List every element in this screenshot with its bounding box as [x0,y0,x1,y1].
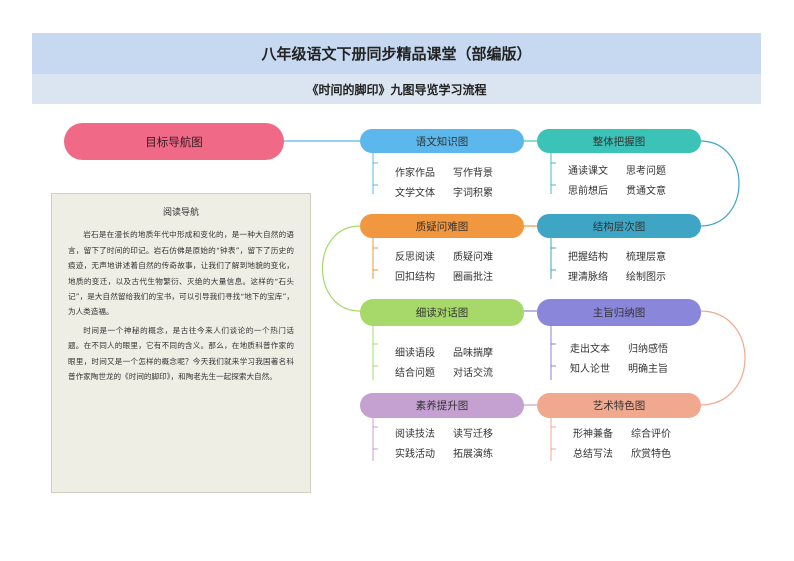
item: 文学文体 [395,188,435,199]
item: 把握结构 [568,252,608,263]
item: 总结写法 [573,449,613,460]
item: 通读课文 [568,166,608,177]
goal-node: 目标导航图 [64,123,284,160]
node-overall-items: 通读课文 思考问题 思前想后 贯通文意 [568,162,698,202]
reading-title: 阅读导航 [162,208,199,218]
node-knowledge-items: 作家作品 写作背景 文学文体 字词积累 [395,164,525,204]
item: 综合评价 [631,429,671,440]
item: 结合问题 [395,368,435,379]
node-close-reading-label: 细读对话图 [415,307,469,319]
item: 回扣结构 [395,272,435,283]
node-art-label: 艺术特色图 [592,400,646,412]
node-structure: 结构层次图 [537,214,701,238]
item: 思考问题 [626,166,666,177]
node-literacy-label: 素养提升图 [415,400,469,412]
item: 梳理层意 [626,252,666,263]
item: 理清脉络 [568,272,608,283]
node-art: 艺术特色图 [537,393,701,418]
item: 字词积累 [453,188,493,199]
node-literacy-items: 阅读技法 读写迁移 实践活动 拓展演练 [395,425,525,465]
node-overall: 整体把握图 [537,129,701,153]
node-knowledge: 语文知识图 [360,129,524,153]
connector-2-4 [699,140,740,227]
node-literacy: 素养提升图 [360,393,524,418]
reading-paragraph-2: 时间是一个神秘的概念，是古往今来人们谈论的一个热门话题。在不同人的眼里，它有不同… [68,325,294,382]
reading-panel: 阅读导航 岩石是在漫长的地质年代中形成和变化的，是一种大自然的语言，留下了时间的… [51,193,311,493]
item: 细读语段 [395,348,435,359]
node-question-label: 质疑问难图 [415,220,469,233]
connector-6-8 [699,310,746,406]
node-question-items: 反思阅读 质疑问难 回扣结构 圈画批注 [395,248,525,288]
item: 品味揣摩 [453,348,493,359]
item: 读写迁移 [453,429,493,440]
node-close-reading: 细读对话图 [360,299,524,326]
item: 形神兼备 [573,429,613,440]
page-subtitle: 《时间的脚印》九图导览学习流程 [32,74,761,104]
item: 对话交流 [453,368,493,379]
item: 质疑问难 [453,252,493,263]
node-knowledge-label: 语文知识图 [415,135,469,148]
node-structure-items: 把握结构 梳理层意 理清脉络 绘制图示 [568,248,698,288]
item: 思前想后 [568,186,608,197]
node-theme-label: 主旨归纳图 [592,307,646,319]
item: 作家作品 [395,168,435,179]
node-close-reading-items: 细读语段 品味揣摩 结合问题 对话交流 [395,344,525,384]
item: 反思阅读 [395,252,435,263]
item: 走出文本 [570,344,610,355]
node-question: 质疑问难图 [360,214,524,238]
page-title: 八年级语文下册同步精品课堂（部编版） [32,33,761,74]
item: 知人论世 [570,364,610,375]
item: 阅读技法 [395,429,435,440]
item: 绘制图示 [626,272,666,283]
node-art-items: 形神兼备 综合评价 总结写法 欣赏特色 [573,425,703,465]
item: 贯通文意 [626,186,666,197]
reading-paragraph-1: 岩石是在漫长的地质年代中形成和变化的，是一种大自然的语言，留下了时间的印记。岩石… [68,230,294,317]
node-overall-label: 整体把握图 [592,135,646,148]
item: 归纳感悟 [628,344,668,355]
item: 欣赏特色 [631,449,671,460]
item: 圈画批注 [453,272,493,283]
node-theme-items: 走出文本 归纳感悟 知人论世 明确主旨 [570,340,700,380]
item: 明确主旨 [628,364,668,375]
node-theme: 主旨归纳图 [537,299,701,326]
connector-3-5 [321,225,361,312]
item: 实践活动 [395,449,435,460]
item: 拓展演练 [453,449,493,460]
node-structure-label: 结构层次图 [592,220,646,233]
item: 写作背景 [453,168,493,179]
